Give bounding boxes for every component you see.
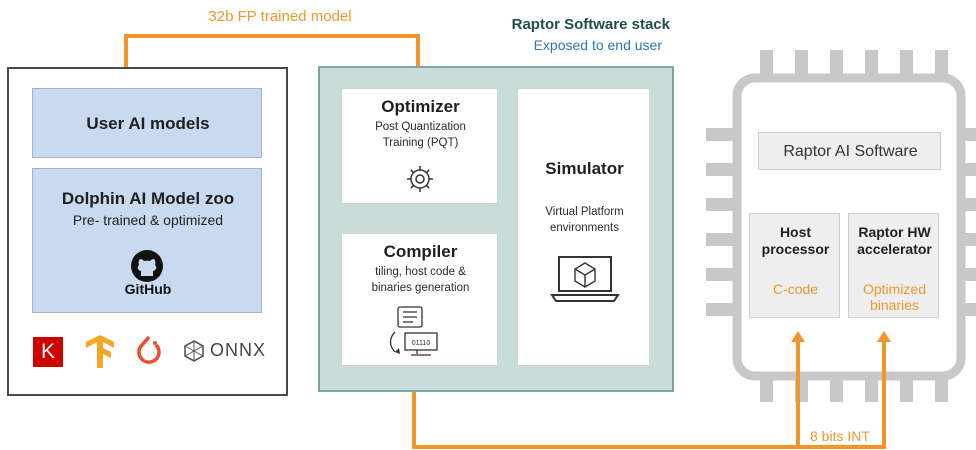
hw-subtitle-line1: Optimized	[862, 281, 927, 297]
stack-title: Raptor Software stack	[511, 16, 670, 33]
optimizer-line2: Training (PQT)	[382, 137, 459, 149]
tensorflow-icon	[86, 335, 114, 368]
hw-subtitle-line2: binaries	[869, 297, 920, 313]
compiler-line1: tiling, host code &	[375, 266, 466, 278]
compiler-card: Compiler tiling, host code & binaries ge…	[341, 233, 498, 366]
optimizer-line1: Post Quantization	[375, 121, 466, 133]
hw-title-line1: Raptor HW	[858, 224, 931, 240]
simulator-title: Simulator	[545, 159, 624, 178]
host-arrow	[791, 331, 805, 342]
model-zoo-box: Dolphin AI Model zoo Pre- trained & opti…	[32, 168, 262, 313]
raptor-ai-software-label: Raptor AI Software	[783, 143, 918, 160]
simulator-card: Simulator Virtual Platform environments	[517, 88, 650, 366]
onnx-icon	[184, 340, 204, 362]
simulator-line1: Virtual Platform	[545, 206, 624, 218]
raptor-ai-software-box: Raptor AI Software	[758, 132, 941, 170]
pytorch-icon	[137, 335, 161, 364]
model-zoo-subtitle: Pre- trained & optimized	[72, 212, 224, 228]
code-icon	[397, 306, 423, 328]
host-processor-box: Host processor C-code	[749, 213, 840, 318]
model-zoo-title: Dolphin AI Model zoo	[61, 189, 235, 208]
optimizer-title: Optimizer	[381, 97, 460, 116]
simulator-line2: environments	[549, 222, 620, 234]
optimizer-card: Optimizer Post Quantization Training (PQ…	[341, 88, 498, 204]
bottom-wire	[412, 342, 886, 449]
computer-icon: 01110	[389, 331, 438, 356]
top-wire-label: 32b FP trained model	[208, 8, 352, 25]
gear-icon	[407, 166, 433, 192]
bottom-wire-label: 8 bits INT	[810, 428, 870, 444]
host-title-line2: processor	[761, 241, 830, 257]
github-icon	[131, 250, 163, 282]
stack-subtitle: Exposed to end user	[533, 37, 662, 53]
hw-title-line2: accelerator	[857, 241, 932, 257]
laptop-icon	[550, 256, 620, 302]
bits-text: 01110	[412, 340, 431, 347]
host-subtitle: C-code	[772, 281, 819, 297]
hw-accelerator-box: Raptor HW accelerator Optimized binaries	[848, 213, 939, 318]
keras-letter: K	[40, 340, 55, 363]
compiler-line2: binaries generation	[371, 282, 470, 294]
github-label: GitHub	[124, 281, 172, 297]
user-models-box: User AI models	[32, 88, 262, 158]
user-models-label: User AI models	[86, 114, 210, 133]
top-wire	[124, 34, 420, 78]
hw-arrow	[877, 331, 891, 342]
keras-icon: K	[33, 337, 63, 367]
onnx-label: ONNX	[210, 340, 267, 360]
compiler-title: Compiler	[383, 242, 458, 261]
host-title-line1: Host	[779, 224, 812, 240]
